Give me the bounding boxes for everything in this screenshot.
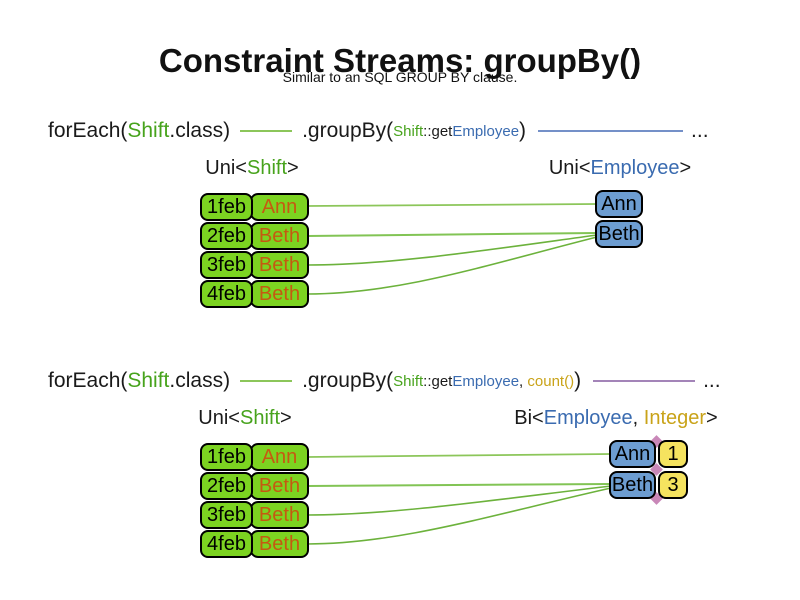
shift-employee-cell: Ann: [250, 443, 309, 471]
group-box-ann: Ann: [595, 190, 643, 218]
arg-type-employee: Employee: [452, 372, 520, 390]
stream-line-blue: [538, 130, 684, 132]
connector-line-3feb-beth-2: [306, 485, 612, 516]
table-row: 1feb Ann: [200, 193, 309, 222]
shift-date-cell: 4feb: [200, 530, 253, 558]
label-type-shift: Shift: [246, 157, 288, 179]
code-line-groupby-1: forEach(Shift.class) .groupBy( Shift::ge…: [48, 118, 709, 144]
foreach-arg-shift: Shift: [127, 369, 170, 392]
connector-line-2feb-beth: [306, 232, 598, 237]
page-title: Constraint Streams: groupBy(): [158, 42, 642, 80]
groupby-args: Shift::getEmployee, count(): [393, 373, 574, 390]
label-prefix: Uni<: [548, 157, 591, 179]
shift-employee-cell: Beth: [250, 530, 309, 558]
shift-table-1: 1feb Ann 2feb Beth 3feb Beth 4feb Beth: [200, 193, 309, 309]
foreach-close: .class): [169, 369, 231, 392]
shift-date-cell: 1feb: [200, 443, 253, 471]
foreach-close: .class): [169, 119, 231, 142]
foreach-call: forEach(Shift.class): [48, 119, 230, 143]
result-type-label-2: Bi<Employee, Integer>: [514, 407, 717, 430]
connector-line-3feb-beth: [306, 234, 598, 266]
shift-date-cell: 3feb: [200, 251, 253, 279]
source-type-label-1: Uni<Shift>: [205, 157, 298, 180]
arg-class-shift: Shift: [393, 372, 424, 390]
table-row: 3feb Beth: [200, 251, 309, 280]
result-type-label-1: Uni<Employee>: [549, 157, 691, 180]
group-box-ann-2: Ann: [609, 440, 656, 468]
code-line-groupby-2: forEach(Shift.class) .groupBy( Shift::ge…: [48, 368, 721, 394]
arg-class-shift: Shift: [393, 122, 424, 140]
connector-line-1feb-ann: [306, 203, 598, 207]
shift-date-cell: 3feb: [200, 501, 253, 529]
label-prefix: Bi<: [514, 407, 544, 429]
shift-employee-cell: Beth: [250, 472, 309, 500]
table-row: 2feb Beth: [200, 472, 309, 501]
arg-accessor: ::get: [423, 122, 453, 140]
arg-count: count(): [527, 372, 575, 390]
count-box-ann: 1: [658, 440, 688, 468]
shift-employee-cell: Ann: [250, 193, 309, 221]
label-suffix: >: [679, 157, 692, 179]
groupby-open: .groupBy(: [302, 119, 394, 142]
label-type-employee: Employee: [590, 157, 680, 179]
table-row: 2feb Beth: [200, 222, 309, 251]
page-subtitle: Similar to an SQL GROUP BY clause.: [282, 69, 518, 85]
stream-line-green: [240, 130, 293, 132]
foreach-call: forEach(Shift.class): [48, 369, 230, 393]
label-suffix: >: [706, 407, 718, 429]
table-row: 4feb Beth: [200, 530, 309, 559]
table-row: 1feb Ann: [200, 443, 309, 472]
arg-accessor: ::get: [423, 372, 453, 390]
label-suffix: >: [287, 157, 299, 179]
shift-employee-cell: Beth: [250, 251, 309, 279]
shift-date-cell: 4feb: [200, 280, 253, 308]
table-row: 4feb Beth: [200, 280, 309, 309]
groupby-open: .groupBy(: [302, 369, 394, 392]
connector-line-4feb-beth-2: [306, 487, 612, 545]
group-box-beth-2: Beth: [609, 471, 656, 499]
shift-date-cell: 2feb: [200, 222, 253, 250]
count-box-beth: 3: [658, 471, 688, 499]
shift-table-2: 1feb Ann 2feb Beth 3feb Beth 4feb Beth: [200, 443, 309, 559]
shift-employee-cell: Beth: [250, 280, 309, 308]
groupby-close: ): [519, 119, 527, 142]
label-suffix: >: [280, 407, 292, 429]
shift-employee-cell: Beth: [250, 222, 309, 250]
label-type-integer: Integer: [643, 407, 707, 429]
ellipsis: ...: [703, 369, 721, 392]
foreach-open: forEach(: [48, 119, 128, 142]
group-box-beth: Beth: [595, 220, 643, 248]
arg-separator: ,: [519, 372, 528, 390]
foreach-open: forEach(: [48, 369, 128, 392]
connector-line-2feb-beth-2: [306, 483, 612, 487]
foreach-arg-shift: Shift: [127, 119, 170, 142]
label-type-shift: Shift: [239, 407, 281, 429]
source-type-label-2: Uni<Shift>: [198, 407, 291, 430]
shift-date-cell: 1feb: [200, 193, 253, 221]
label-separator: ,: [632, 407, 644, 429]
label-prefix: Uni<: [205, 157, 247, 179]
shift-date-cell: 2feb: [200, 472, 253, 500]
connector-line-4feb-beth: [306, 236, 598, 295]
stream-line-purple: [593, 380, 696, 382]
label-type-employee: Employee: [543, 407, 633, 429]
ellipsis: ...: [691, 119, 709, 142]
label-prefix: Uni<: [198, 407, 240, 429]
table-row: 3feb Beth: [200, 501, 309, 530]
stream-line-green: [240, 380, 293, 382]
groupby-arg: Shift::getEmployee: [393, 123, 519, 140]
groupby-close: ): [574, 369, 582, 392]
shift-employee-cell: Beth: [250, 501, 309, 529]
arg-type-employee: Employee: [452, 122, 520, 140]
connector-line-1feb-ann-2: [306, 453, 612, 458]
